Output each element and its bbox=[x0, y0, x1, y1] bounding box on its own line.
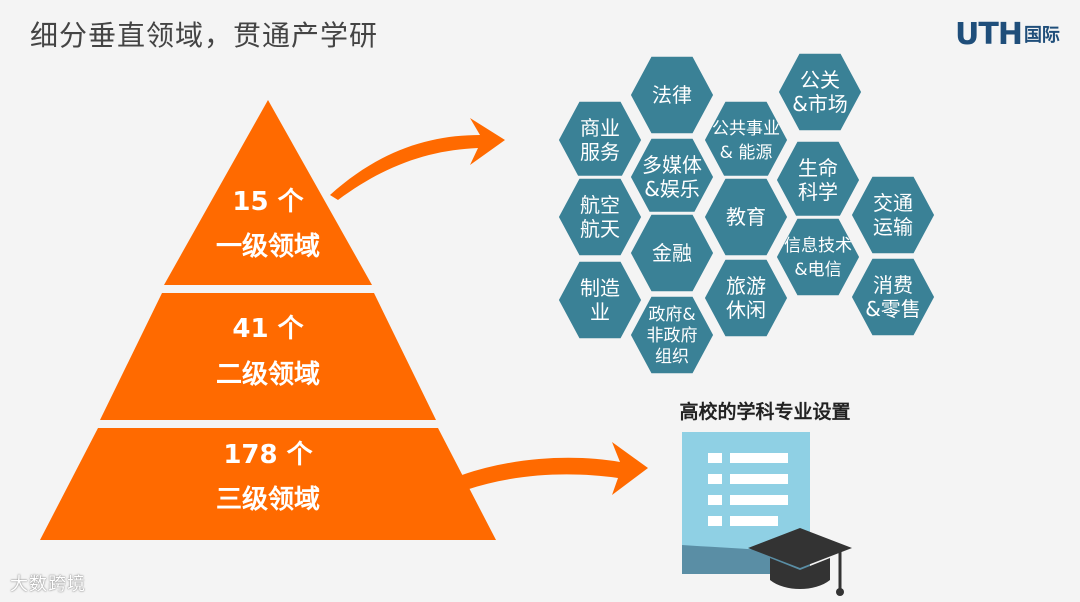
hexagon-7-label-1: 航空 bbox=[580, 193, 620, 217]
hexagon-7 bbox=[555, 175, 645, 259]
hexagon-11-label-2: &电信 bbox=[794, 260, 841, 280]
hexagon-12-label-2: 业 bbox=[590, 300, 610, 324]
hexagon-11-label-1: 信息技术 bbox=[784, 236, 852, 256]
hexagon-9-label-2: 运输 bbox=[873, 215, 913, 239]
level-2-name: 二级领域 bbox=[216, 359, 320, 390]
hexagon-1-label-1: 法律 bbox=[652, 83, 692, 107]
hexagon-11 bbox=[773, 215, 863, 299]
hexagon-2 bbox=[775, 50, 865, 134]
hexagon-13-label-1: 旅游 bbox=[726, 274, 766, 298]
hexagon-2-label-2: &市场 bbox=[792, 92, 848, 116]
arrow-to-document bbox=[462, 442, 648, 495]
hexagon-12 bbox=[555, 258, 645, 342]
hexagon-15-label-1: 政府& bbox=[648, 305, 695, 325]
hexagon-10 bbox=[627, 211, 717, 295]
level-1-count: 15 个 bbox=[232, 187, 304, 217]
hexagon-15 bbox=[627, 293, 717, 377]
hexagon-1 bbox=[627, 53, 717, 137]
arrow-to-hexagons bbox=[330, 118, 505, 200]
pyramid: 15 个 一级领域 41 个 二级领域 178 个 三级领域 bbox=[40, 100, 496, 540]
hexagon-14-label-2: &零售 bbox=[865, 297, 921, 321]
document-caption: 高校的学科专业设置 bbox=[679, 401, 851, 423]
logo-text: 国际 bbox=[1023, 25, 1060, 46]
logo-mark: UTH bbox=[955, 16, 1023, 52]
hexagon-8-label-1: 教育 bbox=[726, 205, 766, 229]
hexagon-4-label-2: & 能源 bbox=[720, 143, 773, 163]
hexagon-13 bbox=[701, 256, 791, 340]
hexagon-6-label-1: 生命 bbox=[798, 156, 838, 180]
hexagon-14 bbox=[848, 255, 938, 339]
hexagon-3-label-2: 服务 bbox=[580, 140, 620, 164]
hexagon-10-label-1: 金融 bbox=[652, 241, 692, 265]
pyramid-level-3 bbox=[40, 428, 496, 540]
hexagon-6-label-2: 科学 bbox=[798, 180, 838, 204]
graduation-cap-icon bbox=[748, 528, 852, 596]
level-1-name: 一级领域 bbox=[216, 231, 320, 262]
hexagon-4 bbox=[701, 98, 791, 182]
hexagon-9-label-1: 交通 bbox=[873, 191, 913, 215]
hexagon-13-label-2: 休闲 bbox=[726, 298, 766, 322]
hexagon-15-label-2: 非政府 bbox=[647, 326, 698, 346]
hexagon-7-label-2: 航天 bbox=[580, 217, 620, 241]
hexagon-4-label-1: 公共事业 bbox=[712, 119, 780, 139]
pyramid-level-2 bbox=[100, 293, 436, 420]
level-2-count: 41 个 bbox=[232, 314, 304, 344]
hexagon-5-label-2: &娱乐 bbox=[644, 177, 700, 201]
hexagon-12-label-1: 制造 bbox=[580, 276, 620, 300]
hexagon-3-label-1: 商业 bbox=[580, 116, 620, 140]
hexagon-2-label-1: 公关 bbox=[800, 68, 840, 92]
hexagon-9 bbox=[848, 173, 938, 257]
level-3-name: 三级领域 bbox=[216, 484, 320, 515]
brand-logo: UTH 国际 bbox=[955, 12, 1080, 56]
level-3-count: 178 个 bbox=[223, 440, 313, 470]
hexagon-14-label-1: 消费 bbox=[873, 273, 913, 297]
hexagon-5-label-1: 多媒体 bbox=[642, 153, 702, 177]
hexagon-15-label-3: 组织 bbox=[655, 347, 689, 367]
watermark: 大数跨境 bbox=[10, 574, 86, 595]
page-title: 细分垂直领域，贯通产学研 bbox=[30, 19, 379, 52]
pyramid-level-1 bbox=[164, 100, 372, 285]
